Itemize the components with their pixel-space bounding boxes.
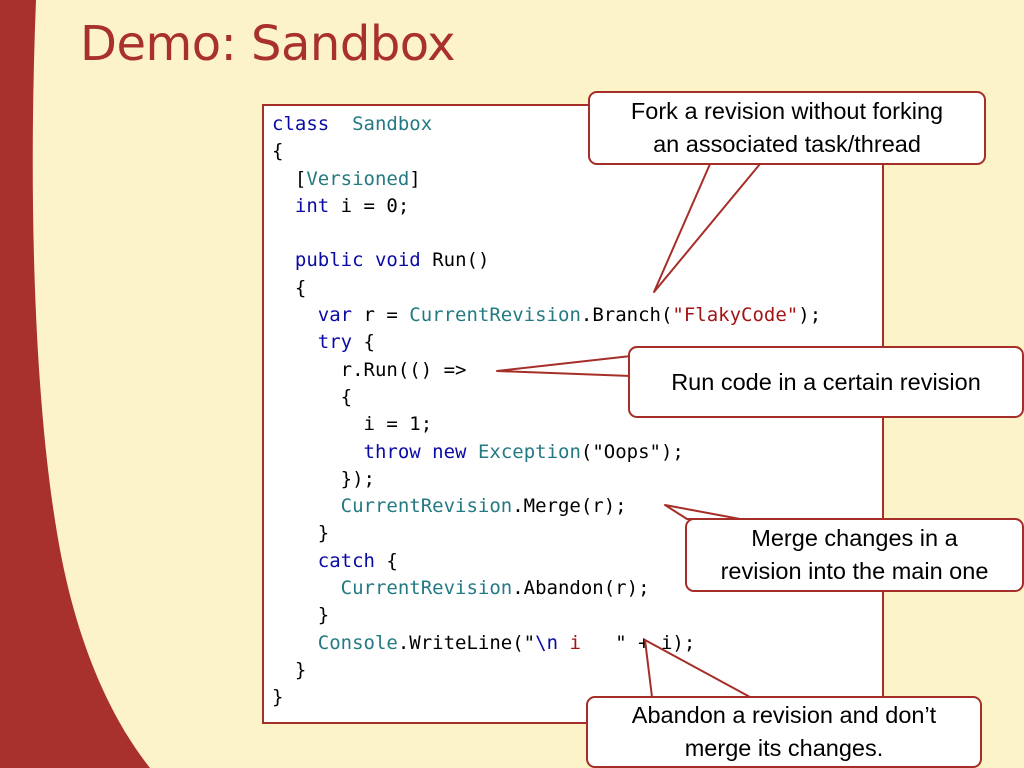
slide-title: Demo: Sandbox bbox=[80, 16, 456, 72]
code-token: CurrentRevision bbox=[340, 577, 513, 600]
code-token: \n bbox=[535, 631, 559, 654]
code-token: Sandbox bbox=[352, 113, 433, 135]
code-token: { bbox=[272, 385, 353, 408]
code-line: } bbox=[272, 602, 821, 629]
code-token: ] bbox=[409, 167, 421, 190]
code-token: } bbox=[272, 522, 330, 545]
code-token: }); bbox=[272, 467, 375, 490]
code-token: .Branch( bbox=[580, 304, 673, 327]
code-token: } bbox=[272, 686, 284, 709]
code-line: } bbox=[272, 684, 821, 711]
code-line: try { bbox=[272, 329, 821, 356]
code-token: "FlakyCode" bbox=[672, 304, 799, 327]
merge-callout: Merge changes in a revision into the mai… bbox=[685, 518, 1024, 592]
code-token: catch bbox=[317, 549, 375, 572]
code-token: { bbox=[374, 549, 398, 572]
code-token: CurrentRevision bbox=[409, 304, 581, 327]
code-token: i = 0; bbox=[329, 194, 410, 217]
code-token: i bbox=[558, 631, 593, 654]
code-token: ); bbox=[798, 304, 822, 327]
code-line: i = 1; bbox=[272, 411, 821, 438]
code-token: try bbox=[317, 331, 353, 354]
code-token: .WriteLine(" bbox=[397, 631, 536, 654]
merge-callout-tail bbox=[664, 504, 741, 520]
code-token: CurrentRevision bbox=[340, 495, 513, 518]
code-line: { bbox=[272, 384, 821, 411]
code-line: r.Run(() => bbox=[272, 357, 821, 384]
abandon-callout-tail bbox=[644, 639, 751, 698]
code-line: int i = 0; bbox=[272, 193, 821, 220]
code-line: throw new Exception("Oops"); bbox=[272, 439, 821, 466]
code-line: CurrentRevision.Abandon(r); bbox=[272, 575, 821, 602]
code-token: int bbox=[294, 194, 330, 217]
code-token: r = bbox=[352, 304, 410, 327]
code-token: } bbox=[272, 604, 330, 627]
code-token: } bbox=[272, 658, 307, 681]
code-listing: class Sandbox{ [Versioned] int i = 0;​ p… bbox=[272, 111, 821, 712]
code-line: { bbox=[272, 275, 821, 302]
code-line: public void Run() bbox=[272, 247, 821, 274]
code-token: Versioned bbox=[306, 167, 410, 190]
code-token: Run() bbox=[420, 249, 490, 272]
code-token: Exception bbox=[477, 440, 581, 463]
run-callout-tail bbox=[496, 355, 632, 377]
code-line: } bbox=[272, 520, 821, 547]
left-red-swoosh bbox=[0, 0, 150, 768]
run-callout: Run code in a certain revision bbox=[628, 346, 1024, 418]
code-token: .Merge(r); bbox=[512, 495, 627, 518]
code-line: CurrentRevision.Merge(r); bbox=[272, 493, 821, 520]
code-token: " + i); bbox=[592, 631, 696, 654]
code-token: [ bbox=[272, 167, 307, 190]
code-line: catch { bbox=[272, 548, 821, 575]
code-token: void bbox=[374, 249, 421, 272]
code-token: var bbox=[317, 304, 353, 327]
code-token: { bbox=[272, 140, 284, 163]
code-line: Console.WriteLine("\n i " + i); bbox=[272, 630, 821, 657]
code-token: .Abandon(r); bbox=[512, 577, 650, 600]
fork-callout: Fork a revision without forking an assoc… bbox=[588, 91, 986, 165]
code-token: Console bbox=[317, 631, 398, 654]
code-token: r.Run(() => bbox=[272, 358, 467, 381]
code-line: }); bbox=[272, 466, 821, 493]
fork-callout-tail bbox=[653, 163, 761, 293]
abandon-callout: Abandon a revision and don’t merge its c… bbox=[586, 696, 982, 768]
code-token: i = 1; bbox=[272, 413, 433, 436]
code-token: { bbox=[352, 331, 375, 354]
code-token: class bbox=[272, 113, 330, 135]
code-line: class Sandbox bbox=[272, 111, 821, 138]
code-token: ("Oops"); bbox=[580, 440, 684, 463]
code-line: { bbox=[272, 138, 821, 165]
code-token: new bbox=[432, 440, 467, 463]
code-token: throw bbox=[363, 440, 421, 463]
code-token: public bbox=[294, 249, 364, 272]
code-line: var r = CurrentRevision.Branch("FlakyCod… bbox=[272, 302, 821, 329]
code-token: { bbox=[272, 276, 307, 299]
code-line: } bbox=[272, 657, 821, 684]
code-line: [Versioned] bbox=[272, 166, 821, 193]
